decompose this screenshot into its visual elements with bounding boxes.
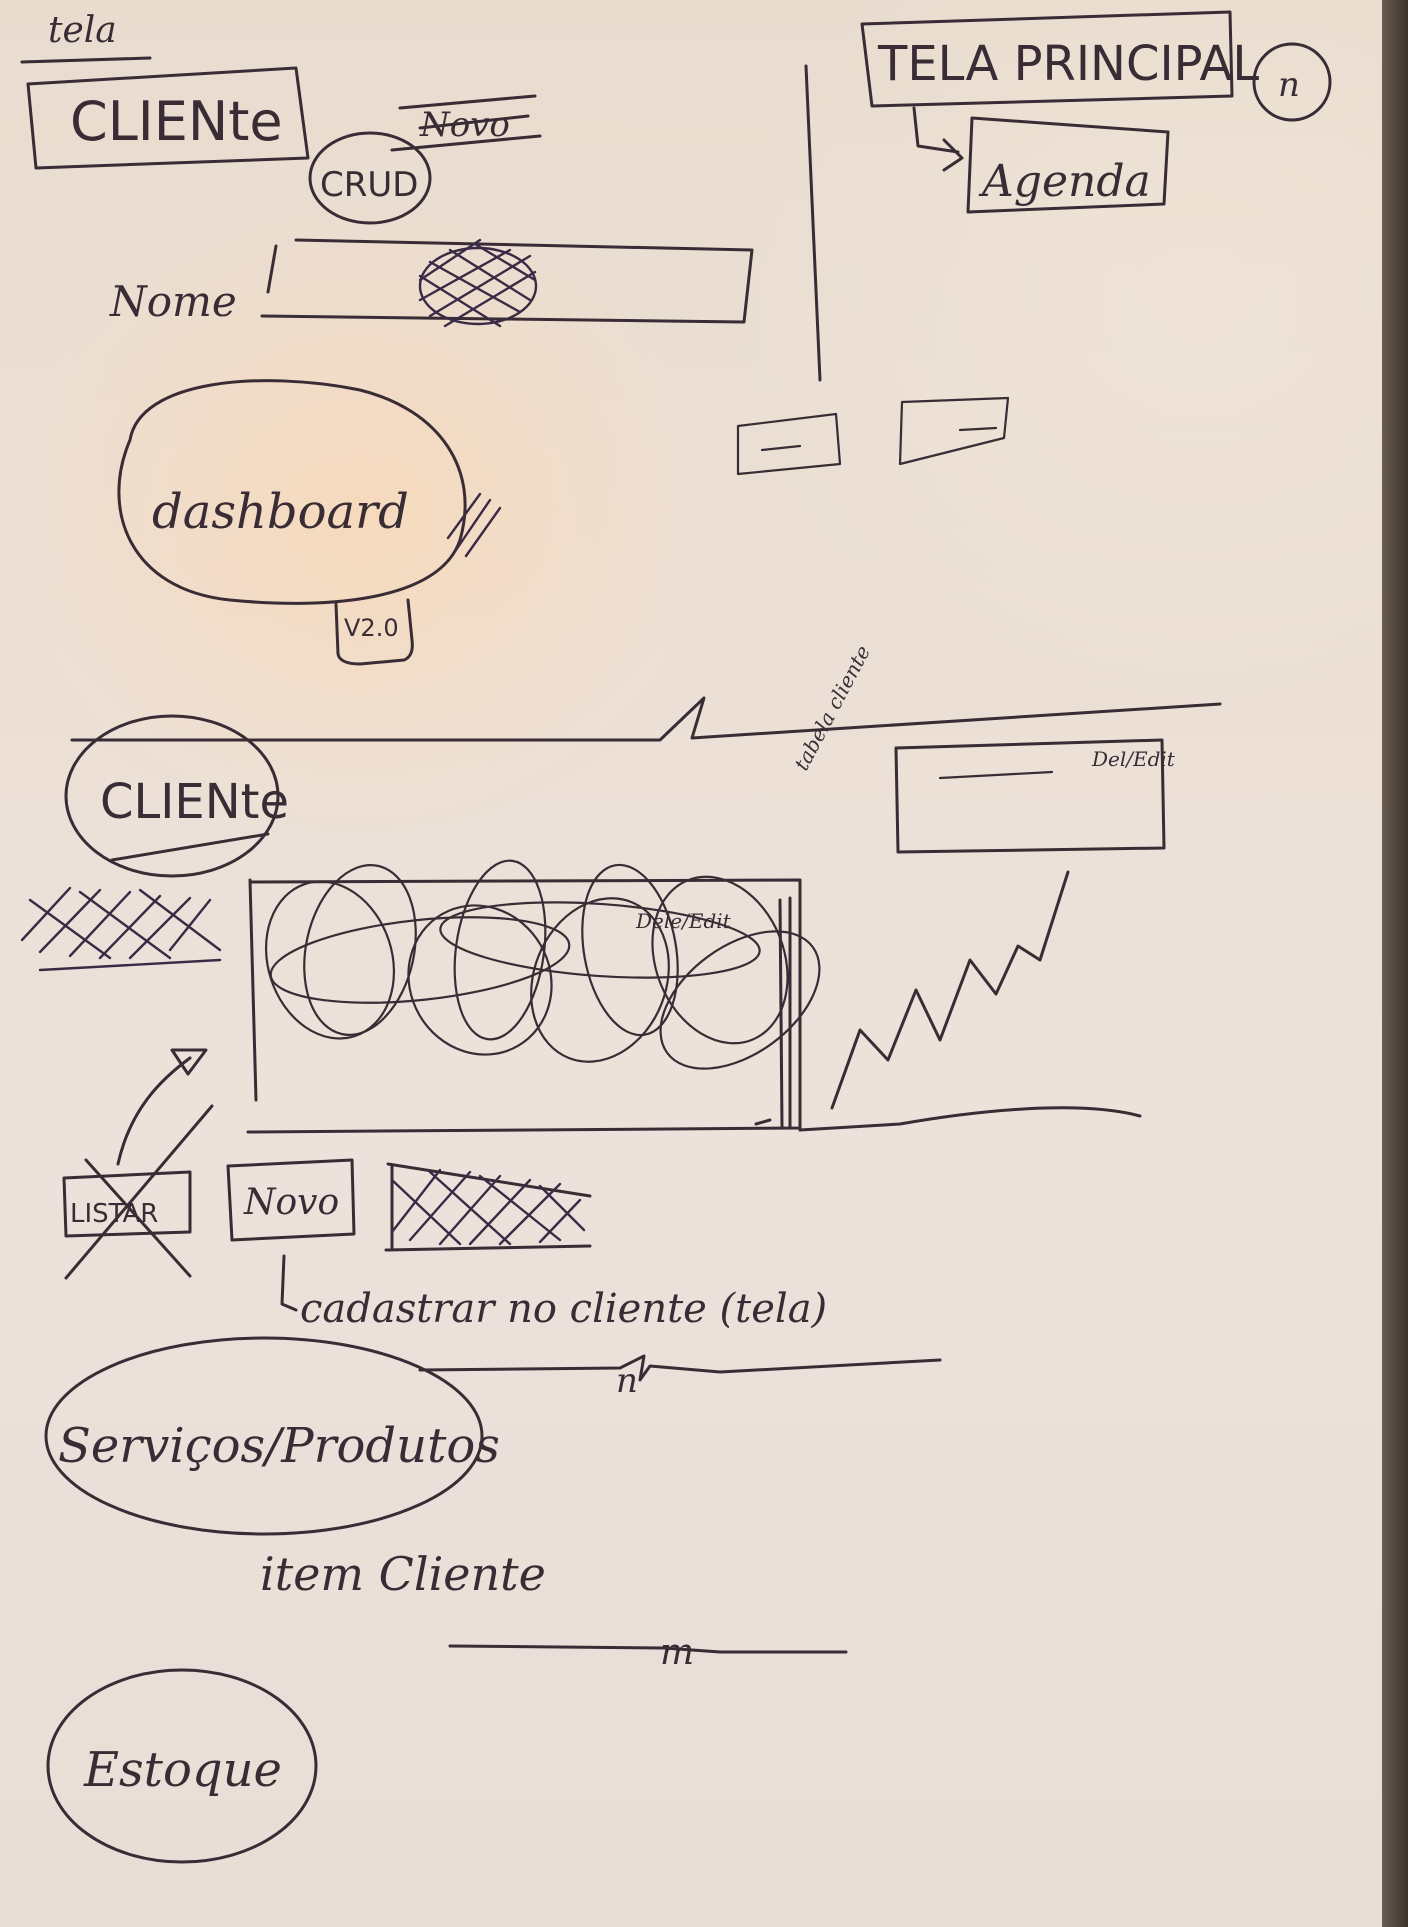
dashboard-label: dashboard [152,484,409,540]
growth-line [830,870,1070,1110]
cliente-crud-sketch: tela CLIENte CRUD Novo Nome dashboard V2… [20,10,754,666]
tabela-label: tabela cliente [789,641,875,774]
tabela-row-line [938,770,1054,780]
nome-tick [266,244,278,294]
agenda-label: Agenda [978,156,1151,207]
estoque-label: Estoque [83,1742,282,1798]
version-badge: V2.0 [344,614,399,642]
del-edit-label: Del/Edit [1091,747,1176,771]
cliente-listing-sketch: CLIENte Dele/Edit tabela cliente Del/Edi… [20,641,1176,1332]
servicos-sketch: Serviços/Produtos item Cliente m Estoque [44,1336,848,1864]
del-edit-scribbled: Dele/Edit [635,909,732,933]
page-mark: n [1278,65,1300,105]
dashboard-scribble [446,492,502,558]
listar-button[interactable] [62,1170,192,1238]
tabela-box [894,738,1166,854]
agenda-arrowhead [942,138,964,172]
table-right-strokes [754,896,792,1130]
tela-principal-sketch: TELA PRINCIPAL n Agenda [736,10,1332,476]
cliente-circle [64,714,280,878]
tela-principal-box [860,10,1234,108]
novo-label: Novo [243,1182,339,1223]
listar-arrowhead [170,1048,208,1076]
small-box-right-mark [958,426,998,432]
novo-strike [390,94,542,152]
nome-field[interactable] [260,238,754,324]
small-box-right [898,396,1010,466]
estoque-circle [46,1668,318,1864]
crud-circle [308,131,432,225]
notebook-edge [1382,0,1408,1927]
section-divider-1 [70,696,1222,742]
item-cliente-label: item Cliente [260,1547,546,1601]
agenda-arrow [912,106,960,154]
small-box-left-mark [760,444,802,452]
scribbled-table-frame [246,878,802,1134]
cliente-left-hatch [20,886,222,972]
section-mark-n: n [616,1361,638,1401]
nome-label: Nome [109,277,237,326]
listar-cross [64,1104,214,1280]
excluir-hatched-button [384,1162,592,1252]
section-divider-2 [418,1354,942,1382]
cliente-circle-label: CLIENte [100,774,289,830]
version-badge-outline [334,598,414,666]
tela-label: tela [48,10,117,51]
section-mark-m: m [660,1632,694,1673]
growth-baseline [798,1106,1142,1132]
dashboard-blob [117,379,467,605]
cliente-underline [110,832,270,862]
agenda-box[interactable] [966,116,1170,214]
cadastrar-bracket [280,1254,298,1312]
cliente-box-label: CLIENte [70,90,283,153]
scribbled-table-loops [264,859,821,1070]
novo-button[interactable] [226,1158,356,1242]
listar-arrow [116,1056,192,1166]
page-mark-circle [1252,42,1332,122]
cadastrar-note: cadastrar no cliente (tela) [300,1286,827,1332]
section-divider-3 [448,1644,848,1654]
crud-label: CRUD [320,165,418,205]
cliente-box [26,66,310,170]
tela-underline [20,56,152,64]
small-box-left [736,412,842,476]
tela-principal-label: TELA PRINCIPAL [877,36,1259,92]
nome-hatch [418,238,538,328]
vertical-divider [804,64,822,382]
servicos-label: Serviços/Produtos [58,1418,500,1474]
servicos-circle [44,1336,484,1536]
